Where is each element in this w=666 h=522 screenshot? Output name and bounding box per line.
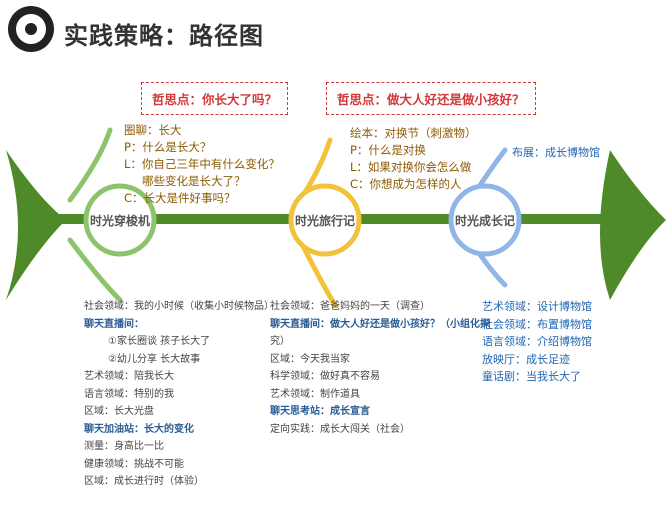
question-box-2: 哲思点：做大人好还是做小孩好？ (326, 82, 536, 115)
col3-list: 艺术领域：设计博物馆 社会领域：布置博物馆 语言领域：介绍博物馆 放映厅：成长足… (482, 300, 592, 383)
bubble-ring-3 (448, 183, 522, 257)
branch-curve-1b (67, 237, 123, 303)
bubble-ring-2 (288, 183, 362, 257)
page-title: 实践策略：路径图 (64, 22, 264, 50)
bubble-label-1: 时光穿梭机 (89, 214, 150, 228)
branch2-text: 绘本：对换节（刺激物） P：什么是对换 L：如果对换你会怎么做 C：你想成为怎样… (350, 126, 477, 191)
branch-curve-1 (67, 127, 113, 203)
film-reel-icon (8, 6, 54, 52)
bubble-label-3: 时光成长记 (454, 214, 515, 228)
fish-head (600, 150, 666, 300)
branch3-text: 布展：成长博物馆 (512, 146, 600, 159)
bubble-ring-1 (83, 183, 157, 257)
fish-tail (6, 150, 66, 300)
question-box-1: 哲思点：你长大了吗？ (141, 82, 289, 115)
branch1-text: 圈聊：长大 P：什么是长大？ L：你自己三年中有什么变化？ 哪些变化是长大了？ … (124, 123, 280, 205)
bubble-label-2: 时光旅行记 (294, 214, 355, 228)
col2-list: 社会领域：爸爸妈妈的一天（调查） 聊天直播间：做大人好还是做小孩好？（小组化探 … (270, 301, 490, 435)
col1-list: 社会领域：我的小时候（收集小时候物品） 聊天直播间： ①家长圈谈 孩子长大了 ②… (84, 301, 274, 487)
